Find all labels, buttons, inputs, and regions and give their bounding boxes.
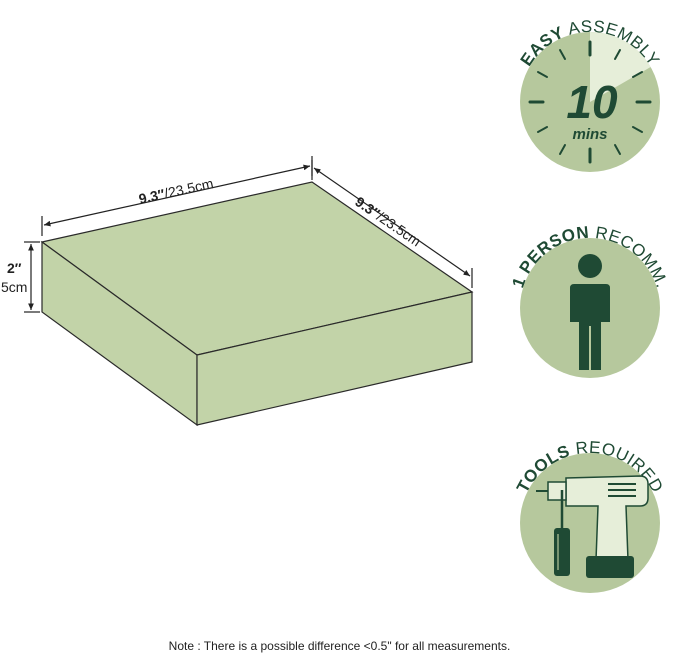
badge-easy-assembly: EASY ASSEMBLY 10 mins xyxy=(517,17,663,172)
drill-and-screwdriver-icon xyxy=(536,475,649,578)
person-icon xyxy=(570,254,610,370)
width-arrow xyxy=(43,164,311,227)
clock-highlight-wedge xyxy=(590,32,651,102)
height-value: 2″ xyxy=(7,260,22,276)
width-label: 9.3″/23.5cm xyxy=(137,175,215,207)
badge-one-person: 1 PERSON RECOMM. xyxy=(508,223,671,378)
shelf-box xyxy=(40,181,474,427)
assembly-time-number: 10 xyxy=(566,76,618,128)
height-metric: 5cm xyxy=(1,279,27,295)
depth-arrow xyxy=(313,167,471,277)
assembly-time-unit: mins xyxy=(572,126,607,143)
badge-tools-required: TOOLS REQUIRED xyxy=(513,438,667,593)
shelf-front-face xyxy=(196,291,473,426)
clock-icon xyxy=(528,40,652,164)
measurement-note: Note : There is a possible difference <0… xyxy=(168,639,511,653)
height-dimension: 2″ 5cm xyxy=(1,241,40,313)
